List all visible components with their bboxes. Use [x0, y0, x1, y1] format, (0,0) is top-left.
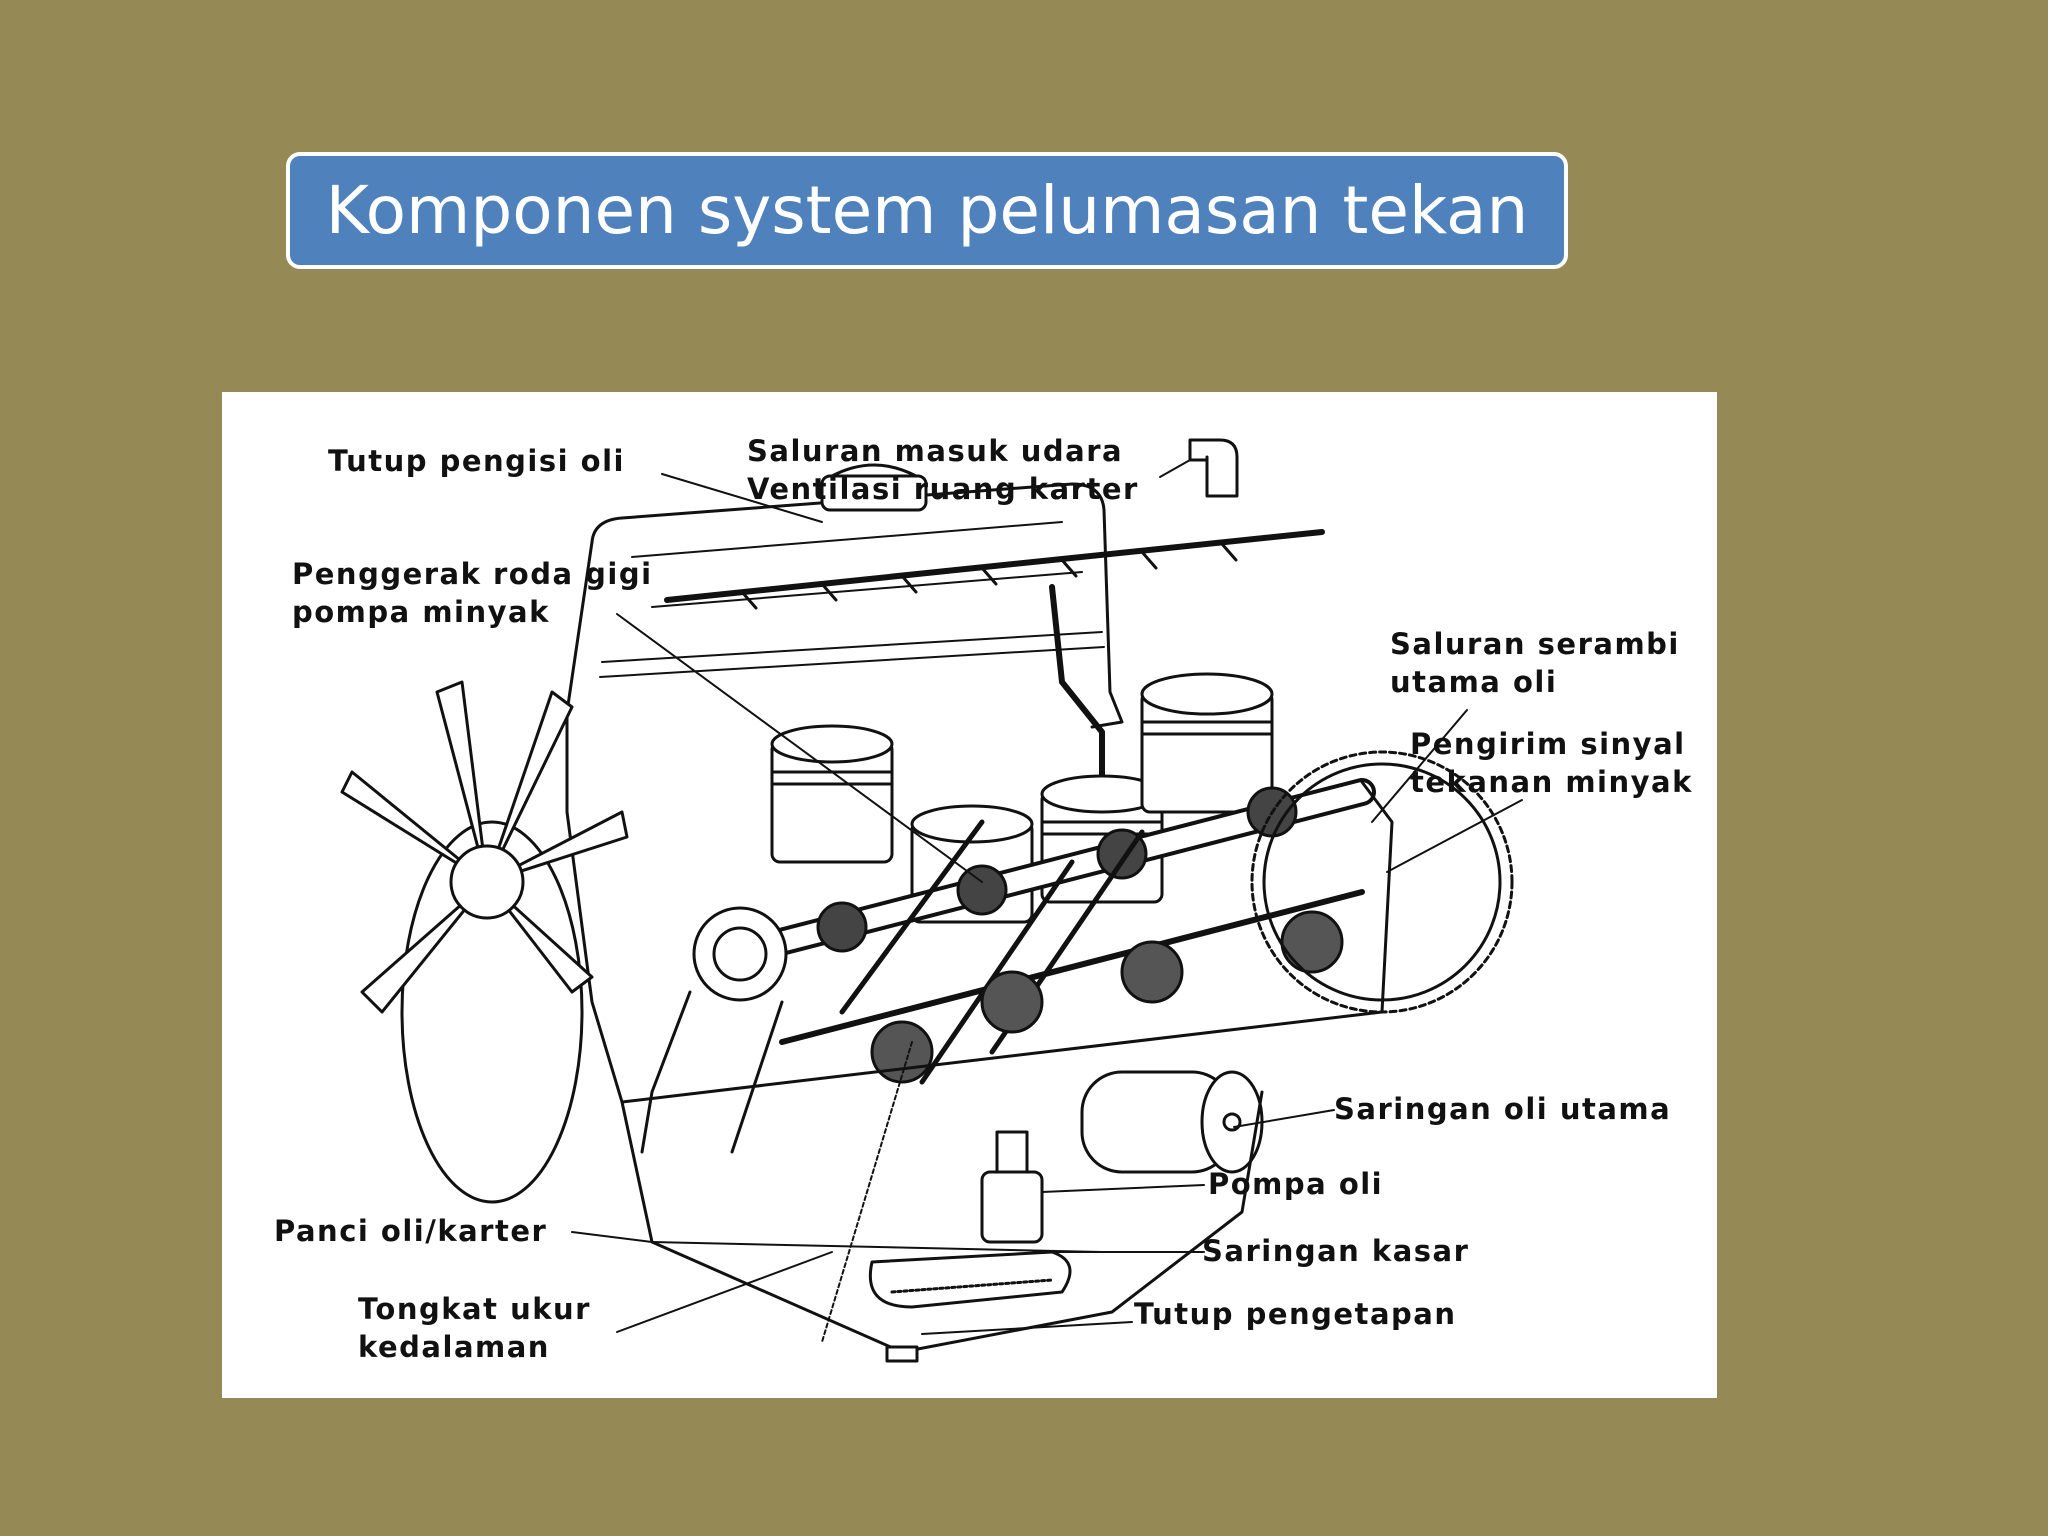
slide-title: Komponen system pelumasan tekan [325, 172, 1529, 249]
slide-title-box: Komponen system pelumasan tekan [286, 152, 1568, 269]
label-pressure-sender-line2: tekanan minyak [1410, 765, 1693, 799]
label-dipstick-line1: Tongkat ukur [358, 1292, 591, 1326]
label-pressure-sender-line1: Pengirim sinyal [1410, 727, 1686, 761]
label-main-gallery-line2: utama oli [1390, 665, 1558, 699]
oil-pump [980, 1170, 1044, 1244]
label-air-intake-line2: Ventilasi ruang karter [747, 472, 1139, 506]
label-strainer: Saringan kasar [1202, 1234, 1470, 1268]
dipstick [821, 1041, 913, 1343]
engine-illustration [340, 438, 1523, 1363]
label-oil-pan: Panci oli/karter [274, 1214, 548, 1248]
oil-strainer [868, 1250, 1072, 1309]
label-dipstick-line2: kedalaman [358, 1330, 550, 1364]
label-dipstick: Tongkat ukur kedalaman [358, 1290, 591, 1366]
oil-filler-cap [820, 474, 928, 512]
crank-pulley [692, 906, 788, 1002]
label-main-oil-filter: Saringan oli utama [1334, 1092, 1672, 1126]
label-oil-filler-cap: Tutup pengisi oli [328, 444, 625, 478]
oil-pan [620, 1090, 1264, 1354]
fan-blades-icon [340, 680, 629, 1014]
label-main-gallery: Saluran serambi utama oli [1390, 625, 1680, 701]
label-pressure-sender: Pengirim sinyal tekanan minyak [1410, 725, 1693, 801]
timing-gear [1250, 750, 1514, 1014]
label-drain-plug: Tutup pengetapan [1134, 1297, 1457, 1331]
drain-plug [885, 1345, 919, 1363]
label-oil-pump: Pompa oli [1208, 1167, 1384, 1201]
label-main-gallery-line1: Saluran serambi [1390, 627, 1680, 661]
label-air-intake-line1: Saluran masuk udara [747, 434, 1124, 468]
label-air-intake: Saluran masuk udara Ventilasi ruang kart… [747, 432, 1139, 508]
engine-lubrication-diagram: Tutup pengisi oli Saluran masuk udara Ve… [222, 392, 1717, 1398]
label-pump-gear-drive-line2: pompa minyak [292, 595, 550, 629]
label-pump-gear-drive: Penggerak roda gigi pompa minyak [292, 555, 653, 631]
label-pump-gear-drive-line1: Penggerak roda gigi [292, 557, 653, 591]
